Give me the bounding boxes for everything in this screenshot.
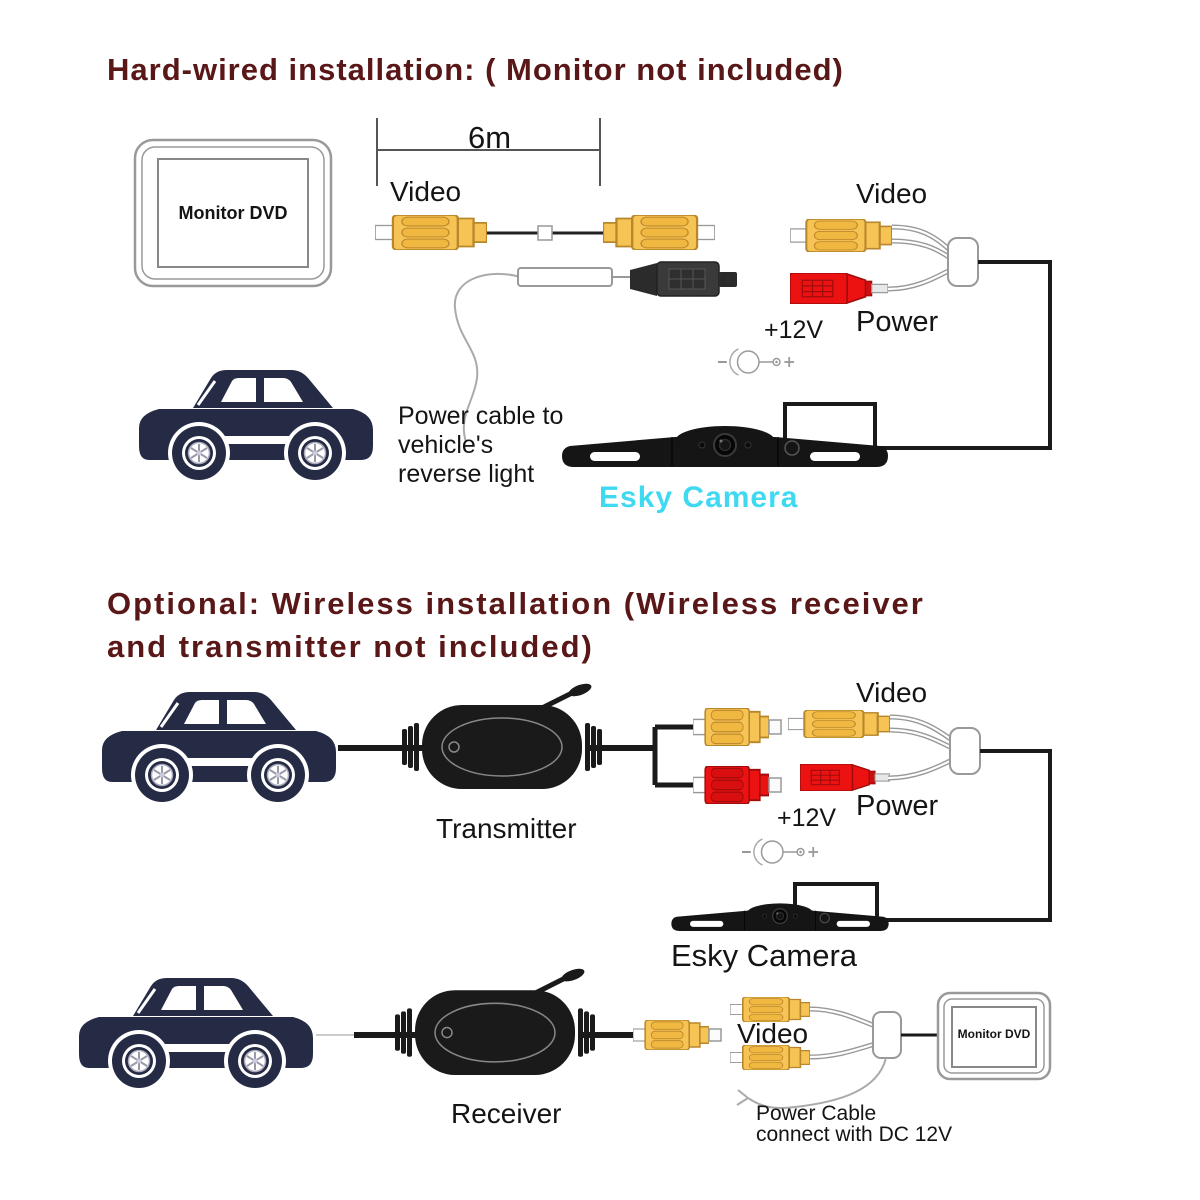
monitor-label: Monitor DVD [178, 203, 288, 223]
camera-icon [561, 425, 889, 468]
car-icon [100, 690, 338, 806]
car-icon [77, 976, 315, 1092]
power-label: Power [856, 790, 939, 822]
camera-icon [670, 902, 890, 932]
receiver-assembly [316, 966, 722, 1075]
rca-video-connector-icon [788, 710, 890, 738]
monitor-label: Monitor DVD [957, 1027, 1031, 1041]
rca-plug-icon [693, 766, 769, 804]
cable-length-label: 6m [468, 120, 512, 155]
transmitter-assembly [338, 681, 782, 804]
camera-label: Esky Camera [599, 481, 799, 514]
camera-pigtail-hardwired [718, 219, 1052, 450]
transmitter-icon [402, 681, 602, 789]
splitter-icon [949, 727, 981, 775]
video-label: Video [737, 1018, 809, 1049]
camera-power-cable [453, 261, 737, 443]
wireless-title: Optional: Wireless installation (Wireles… [107, 586, 925, 664]
voltage-label: +12V [764, 316, 824, 344]
voltage-label: +12V [777, 804, 837, 832]
video-label: Video [856, 178, 928, 209]
transmitter-label: Transmitter [436, 813, 577, 844]
splitter-icon [947, 237, 979, 287]
monitor-icon [133, 138, 333, 288]
rca-plug-icon [693, 708, 769, 746]
rca-plug-icon [633, 1020, 709, 1050]
video-label: Video [390, 176, 462, 207]
receiver-label: Receiver [451, 1098, 562, 1129]
dc-plug-icon [718, 348, 796, 376]
pigtail-leads [887, 224, 952, 292]
pigtail-leads [809, 1006, 876, 1060]
power-note: Power cable to vehicle's reverse light [398, 402, 564, 488]
length-bracket [376, 118, 601, 186]
monitor-input-assembly [730, 997, 938, 1109]
power-cable [747, 1057, 887, 1109]
wire-split [652, 724, 696, 788]
power-label: Power [856, 306, 939, 338]
pigtail-leads [887, 714, 954, 781]
receiver-icon [395, 966, 595, 1075]
power-note: Power Cable connect with DC 12V [756, 1102, 953, 1146]
camera-label: Esky Camera [671, 938, 858, 973]
dc-plug-icon [742, 838, 820, 866]
video-extension-cable [375, 215, 715, 250]
rca-plug-icon [603, 215, 715, 250]
power-connector-icon [800, 764, 890, 791]
monitor-icon [936, 991, 1052, 1081]
car-icon [137, 368, 375, 484]
power-connector-icon [790, 273, 888, 304]
video-label: Video [856, 677, 928, 708]
splitter-icon [872, 1011, 902, 1059]
hardwired-title: Hard-wired installation: ( Monitor not i… [107, 52, 844, 87]
rca-plug-icon [375, 215, 487, 250]
rca-video-connector-icon [790, 219, 892, 252]
